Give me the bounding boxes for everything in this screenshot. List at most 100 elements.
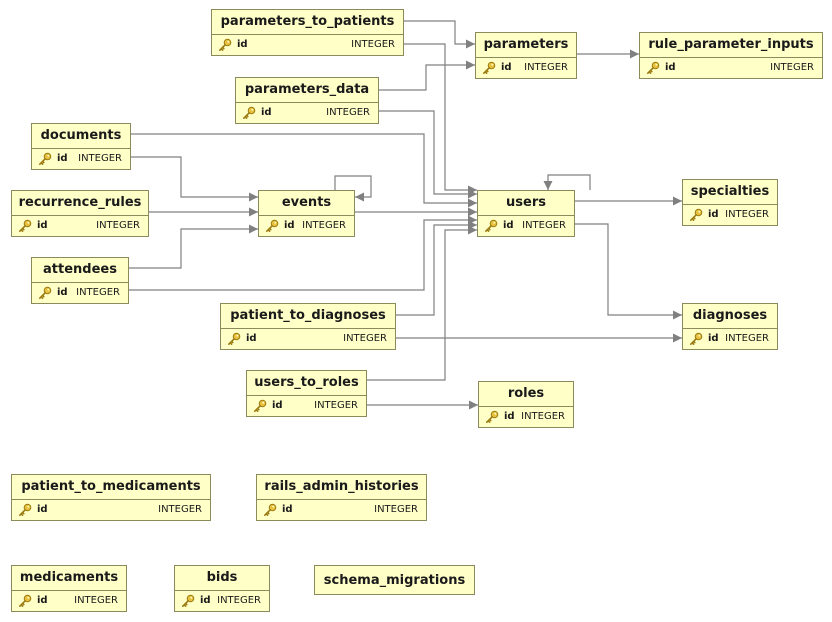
column-name: id — [708, 209, 719, 220]
key-icon — [689, 332, 703, 346]
entity-title: specialties — [683, 180, 777, 205]
column-type: INTEGER — [217, 595, 261, 606]
entity-schema_migrations[interactable]: schema_migrations — [314, 565, 475, 595]
key-icon — [482, 61, 496, 75]
column-name: id — [284, 220, 295, 231]
column-name: id — [261, 107, 272, 118]
column-row: id INTEGER — [12, 591, 126, 611]
entity-title: parameters — [476, 33, 576, 58]
entity-title: users — [478, 191, 574, 216]
relation-users-to-diagnoses — [575, 223, 682, 320]
relation-parameters_to_patients-to-users — [404, 43, 477, 195]
column-name: id — [503, 220, 514, 231]
entity-title: patient_to_diagnoses — [221, 304, 395, 329]
key-icon — [485, 410, 499, 424]
column-row: id INTEGER — [236, 103, 378, 123]
column-row: id INTEGER — [683, 329, 777, 349]
key-icon — [484, 219, 498, 233]
column-name: id — [200, 595, 211, 606]
column-type: INTEGER — [725, 333, 769, 344]
entity-title: recurrence_rules — [12, 191, 148, 216]
column-type: INTEGER — [374, 504, 418, 515]
relation-parameters_to_patients-to-parameters — [404, 20, 475, 49]
column-type: INTEGER — [326, 107, 370, 118]
column-row: id INTEGER — [257, 500, 426, 520]
key-icon — [218, 38, 232, 52]
key-icon — [242, 106, 256, 120]
key-icon — [18, 594, 32, 608]
entity-users[interactable]: users id INTEGER — [477, 190, 575, 237]
key-icon — [18, 219, 32, 233]
entity-title: users_to_roles — [247, 371, 366, 396]
entity-title: schema_migrations — [323, 573, 466, 588]
column-name: id — [282, 504, 293, 515]
relation-events-to-events — [334, 175, 372, 202]
column-row: id INTEGER — [221, 329, 395, 349]
entity-title: parameters_to_patients — [212, 10, 403, 35]
column-row: id INTEGER — [478, 216, 574, 236]
column-name: id — [504, 411, 515, 422]
column-type: INTEGER — [78, 153, 122, 164]
entity-title: events — [259, 191, 354, 216]
entity-title: medicaments — [12, 566, 126, 591]
key-icon — [265, 219, 279, 233]
column-name: id — [37, 220, 48, 231]
column-type: INTEGER — [76, 287, 120, 298]
column-name: id — [246, 333, 257, 344]
column-type: INTEGER — [770, 62, 814, 73]
column-type: INTEGER — [351, 39, 395, 50]
column-name: id — [37, 595, 48, 606]
relation-users-to-users — [543, 174, 591, 190]
relation-patient_to_diagnoses-to-users — [396, 220, 477, 316]
entity-documents[interactable]: documents id INTEGER — [31, 123, 131, 170]
entity-title: bids — [175, 566, 269, 591]
relation-users_to_roles-to-users — [367, 225, 477, 381]
relation-parameters_data-to-users — [379, 110, 477, 199]
key-icon — [227, 332, 241, 346]
column-type: INTEGER — [343, 333, 387, 344]
key-icon — [689, 208, 703, 222]
key-icon — [18, 503, 32, 517]
column-type: INTEGER — [74, 595, 118, 606]
relation-documents-to-events — [131, 156, 258, 202]
entity-bids[interactable]: bids id INTEGER — [174, 565, 270, 612]
entity-medicaments[interactable]: medicaments id INTEGER — [11, 565, 127, 612]
relation-documents-to-users — [131, 133, 477, 208]
column-name: id — [708, 333, 719, 344]
entity-title: rails_admin_histories — [257, 475, 426, 500]
entity-title: parameters_data — [236, 78, 378, 103]
entity-title: patient_to_medicaments — [12, 475, 210, 500]
key-icon — [181, 594, 195, 608]
entity-title: documents — [32, 124, 130, 149]
column-type: INTEGER — [314, 400, 358, 411]
column-name: id — [57, 153, 68, 164]
column-name: id — [501, 62, 512, 73]
column-type: INTEGER — [96, 220, 140, 231]
column-name: id — [272, 400, 283, 411]
column-type: INTEGER — [522, 220, 566, 231]
